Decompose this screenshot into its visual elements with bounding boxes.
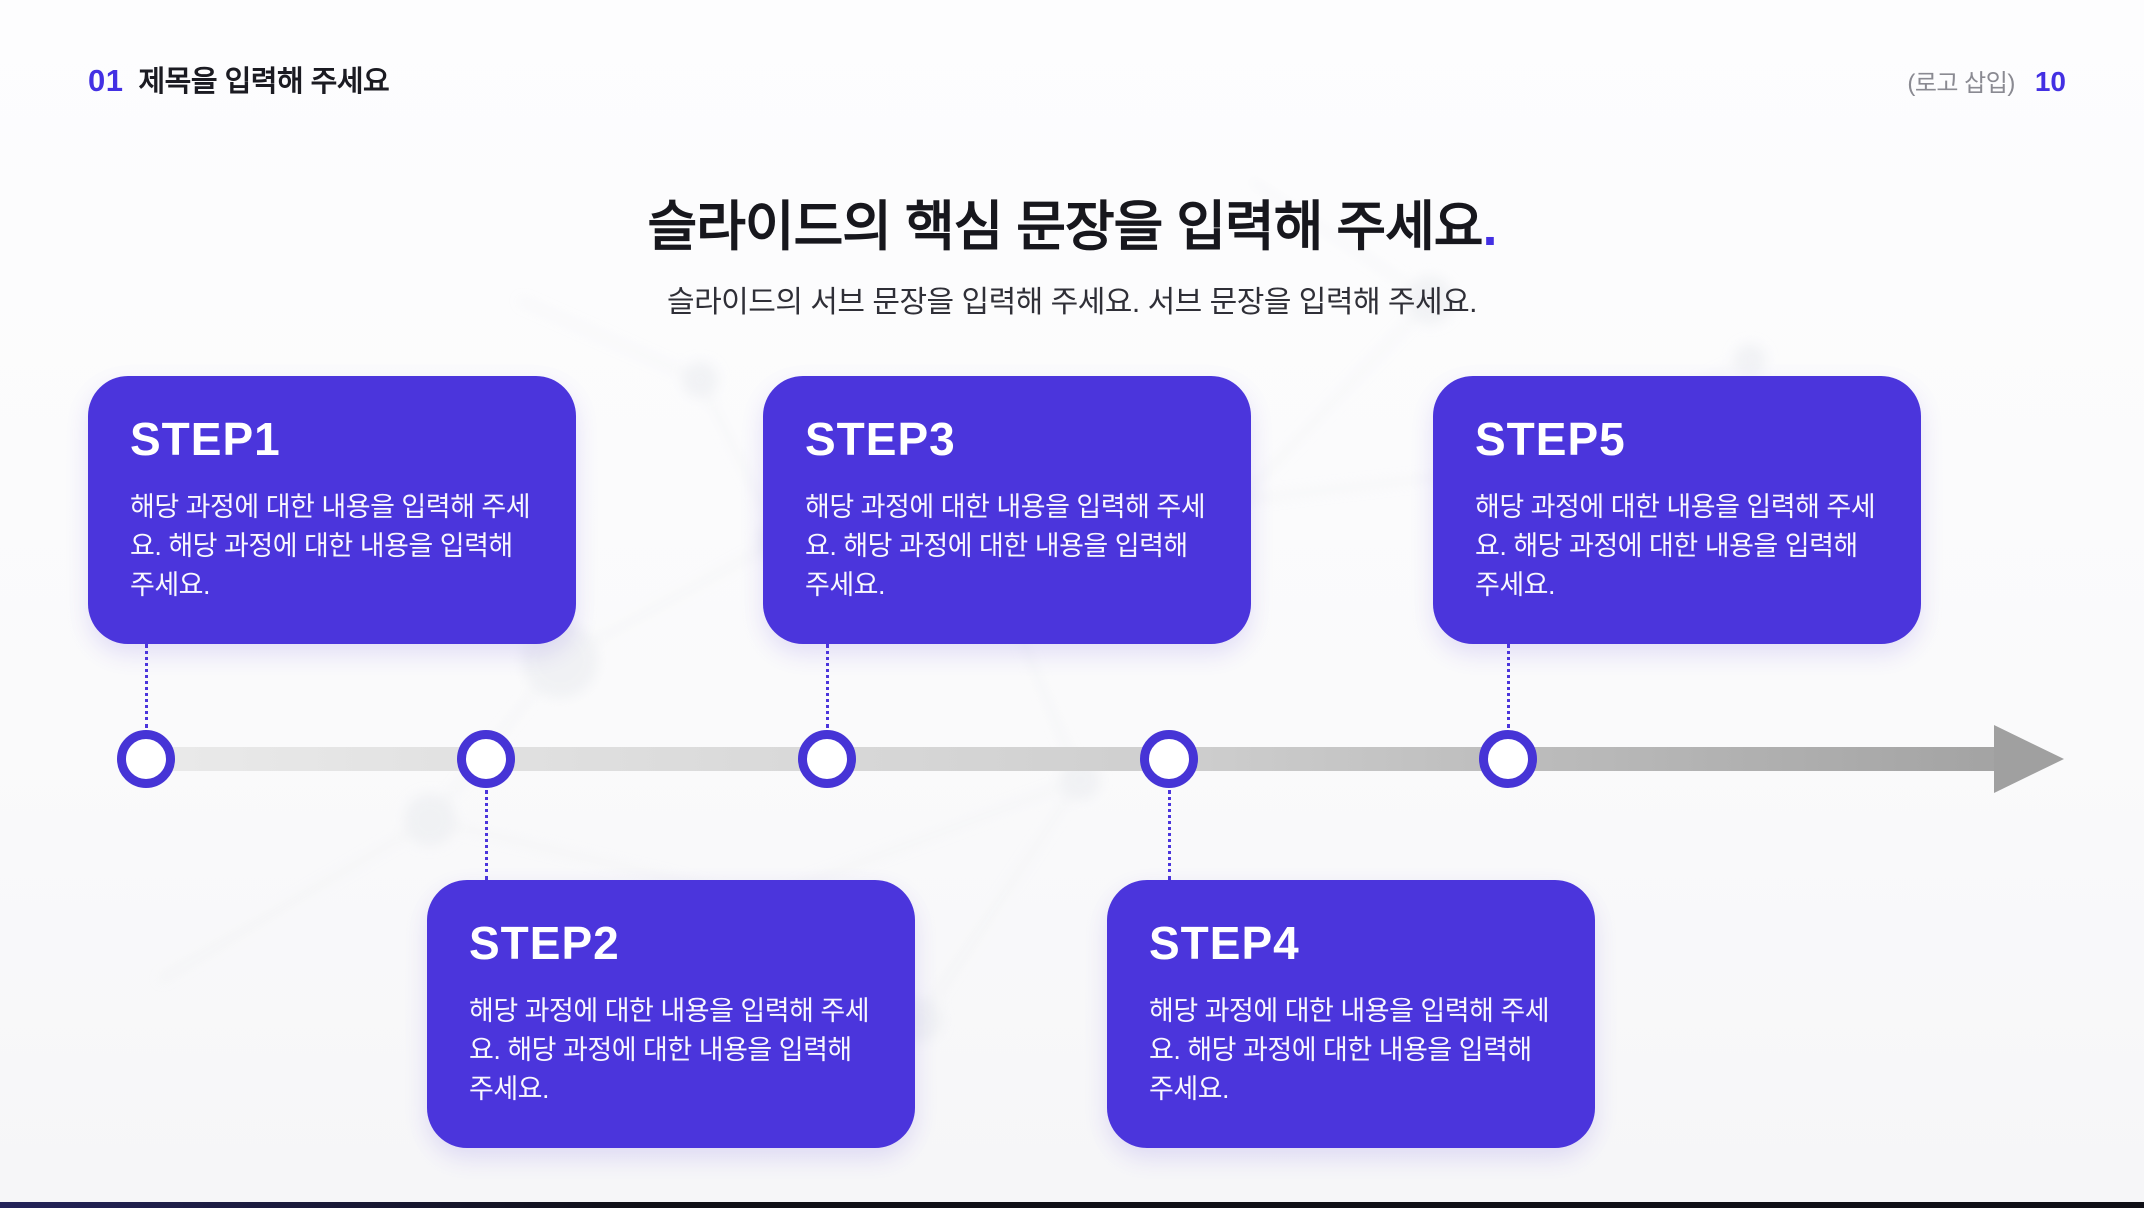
step-card-3[interactable]: STEP3 해당 과정에 대한 내용을 입력해 주세요. 해당 과정에 대한 내… — [763, 376, 1251, 644]
connector-step3 — [826, 644, 829, 728]
slide-bottom-edge — [0, 1202, 2144, 1208]
connector-step4 — [1168, 790, 1171, 880]
timeline-node-1 — [117, 730, 175, 788]
slide-main-title[interactable]: 슬라이드의 핵심 문장을 입력해 주세요. — [0, 182, 2144, 261]
step-4-description[interactable]: 해당 과정에 대한 내용을 입력해 주세요. 해당 과정에 대한 내용을 입력해… — [1149, 996, 1550, 1104]
step-3-description[interactable]: 해당 과정에 대한 내용을 입력해 주세요. 해당 과정에 대한 내용을 입력해… — [805, 492, 1206, 600]
slide-subtitle[interactable]: 슬라이드의 서브 문장을 입력해 주세요. 서브 문장을 입력해 주세요. — [666, 286, 1478, 319]
headline-block: 슬라이드의 핵심 문장을 입력해 주세요. 슬라이드의 서브 문장을 입력해 주… — [0, 182, 2144, 321]
page-header-right: (로고 삽입) 10 — [1907, 63, 2066, 98]
connector-step5 — [1507, 644, 1510, 728]
step-2-description[interactable]: 해당 과정에 대한 내용을 입력해 주세요. 해당 과정에 대한 내용을 입력해… — [469, 996, 870, 1104]
section-title-placeholder[interactable]: 제목을 입력해 주세요 — [138, 66, 390, 98]
title-accent-period: . — [1482, 197, 1497, 257]
timeline-node-3 — [798, 730, 856, 788]
page-number: 10 — [2034, 66, 2066, 97]
page-header-left: 01 제목을 입력해 주세요 — [88, 58, 390, 100]
connector-step1 — [145, 644, 148, 728]
timeline-bar — [146, 747, 2002, 771]
step-4-label: STEP4 — [1149, 917, 1300, 969]
slide-main-title-text: 슬라이드의 핵심 문장을 입력해 주세요 — [647, 197, 1484, 257]
timeline-node-5 — [1479, 730, 1537, 788]
step-card-4[interactable]: STEP4 해당 과정에 대한 내용을 입력해 주세요. 해당 과정에 대한 내… — [1107, 880, 1595, 1148]
step-1-description[interactable]: 해당 과정에 대한 내용을 입력해 주세요. 해당 과정에 대한 내용을 입력해… — [130, 492, 531, 600]
step-1-label: STEP1 — [130, 413, 281, 465]
step-5-description[interactable]: 해당 과정에 대한 내용을 입력해 주세요. 해당 과정에 대한 내용을 입력해… — [1475, 492, 1876, 600]
timeline-node-4 — [1140, 730, 1198, 788]
section-index: 01 — [88, 63, 124, 98]
step-3-label: STEP3 — [805, 413, 956, 465]
step-card-5[interactable]: STEP5 해당 과정에 대한 내용을 입력해 주세요. 해당 과정에 대한 내… — [1433, 376, 1921, 644]
step-5-label: STEP5 — [1475, 413, 1626, 465]
step-card-2[interactable]: STEP2 해당 과정에 대한 내용을 입력해 주세요. 해당 과정에 대한 내… — [427, 880, 915, 1148]
page-header: 01 제목을 입력해 주세요 (로고 삽입) 10 — [88, 58, 2066, 100]
connector-step2 — [485, 790, 488, 880]
step-card-1[interactable]: STEP1 해당 과정에 대한 내용을 입력해 주세요. 해당 과정에 대한 내… — [88, 376, 576, 644]
timeline-node-2 — [457, 730, 515, 788]
step-2-label: STEP2 — [469, 917, 620, 969]
logo-placeholder[interactable]: (로고 삽입) — [1907, 70, 2015, 97]
